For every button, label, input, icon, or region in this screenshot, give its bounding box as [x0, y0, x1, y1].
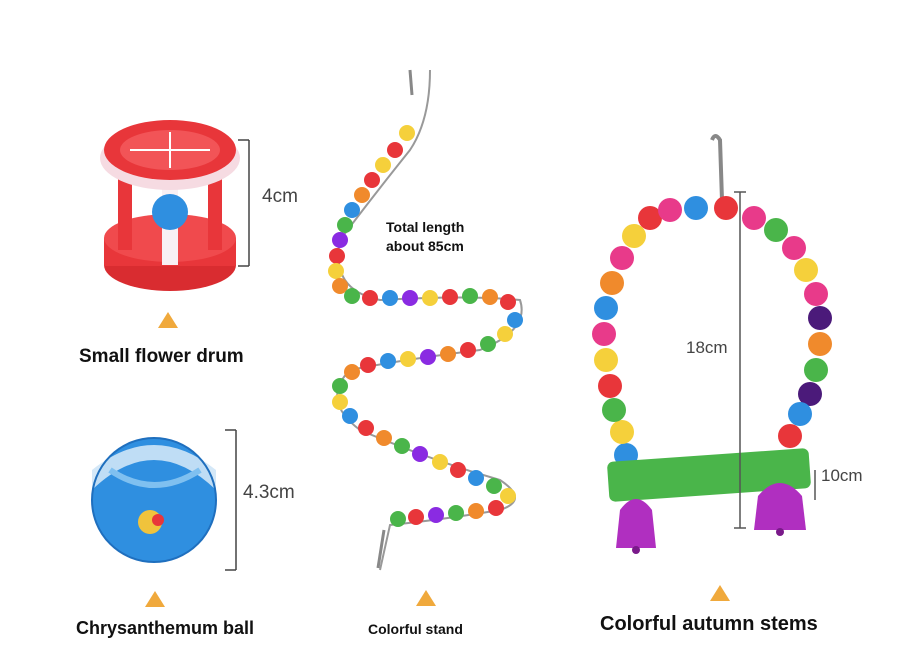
chrysanthemum-ball-image [91, 437, 217, 563]
flower-drum-name: Small flower drum [79, 346, 244, 367]
flower-drum-image [100, 120, 240, 291]
stand-length-note-line1: Total length [386, 219, 465, 235]
drum-dimension-line [238, 139, 250, 267]
colorful-stand-image [328, 69, 523, 571]
arch-width-label: 10cm [821, 466, 863, 485]
colorful-stand-name: Colorful stand [368, 621, 463, 637]
arch-beads [592, 196, 832, 467]
arch-dimension-lines [734, 191, 816, 529]
triangle-pointer-icon [145, 312, 730, 607]
stand-length-note-line2: about 85cm [386, 238, 464, 254]
autumn-stems-name: Colorful autumn stems [600, 613, 818, 635]
autumn-stems-image [592, 134, 832, 554]
ball-size-label: 4.3cm [243, 482, 295, 503]
rope-beads [328, 125, 523, 527]
drum-size-label: 4cm [262, 186, 298, 207]
ball-dimension-line [225, 429, 237, 571]
chrysanthemum-ball-name: Chrysanthemum ball [76, 618, 255, 638]
arch-height-label: 18cm [686, 338, 728, 357]
